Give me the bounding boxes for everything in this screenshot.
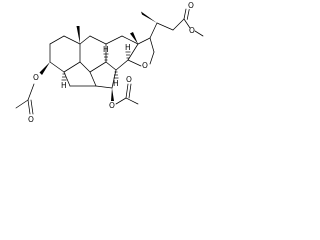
acetate-c7-carbonyl-oxygen: O bbox=[126, 75, 132, 84]
h-atom-c8: H bbox=[113, 79, 119, 88]
ester-ether-oxygen: O bbox=[189, 26, 195, 35]
ester-carbonyl-oxygen: O bbox=[188, 1, 194, 10]
acetate-c3-ether-oxygen: O bbox=[33, 73, 39, 82]
acetate-c3 bbox=[15, 62, 50, 115]
ring-d bbox=[127, 32, 155, 67]
skeletal-formula: O O O bbox=[15, 1, 204, 124]
ring-oxygen: O bbox=[142, 61, 148, 70]
ring-a bbox=[49, 35, 97, 87]
acetate-c7 bbox=[111, 83, 139, 105]
ring-b bbox=[76, 26, 117, 89]
side-chain bbox=[141, 8, 204, 39]
h-atom-c14: H bbox=[125, 43, 131, 52]
structure-diagram: O O O bbox=[0, 0, 204, 136]
stereo-hydrogens bbox=[61, 51, 131, 81]
h-atom-c5: H bbox=[61, 81, 67, 90]
acetate-c3-carbonyl-oxygen: O bbox=[28, 115, 34, 124]
h-atom-c9: H bbox=[103, 45, 109, 54]
ring-c bbox=[105, 35, 139, 71]
acetate-c7-ether-oxygen: O bbox=[109, 101, 115, 110]
